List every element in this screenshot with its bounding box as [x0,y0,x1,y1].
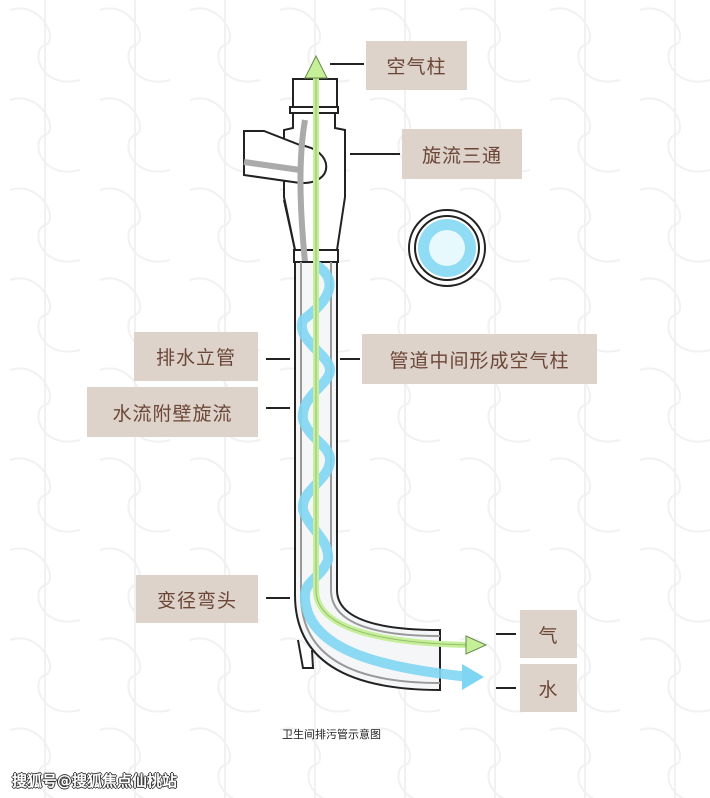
water-arrow-icon [462,664,484,690]
label-air-core: 管道中间形成空气柱 [362,334,597,384]
figure-caption: 卫生间排污管示意图 [282,728,381,741]
water-flow [296,260,471,682]
label-reducer-elbow: 变径弯头 [136,575,258,623]
label-air: 气 [520,610,577,658]
air-out-arrow-icon [465,635,488,655]
label-drain-stack: 排水立管 [134,332,258,381]
air-up-arrow-icon [304,54,328,79]
label-air-column: 空气柱 [366,41,467,90]
leader-lines [266,63,516,689]
watermark: 搜狐号@搜狐焦点仙桃站 [12,772,178,790]
pipe-cross-section [408,209,486,287]
label-water: 水 [520,664,577,712]
label-swirl-tee: 旋流三通 [402,129,522,179]
label-wall-swirl: 水流附壁旋流 [87,387,258,437]
